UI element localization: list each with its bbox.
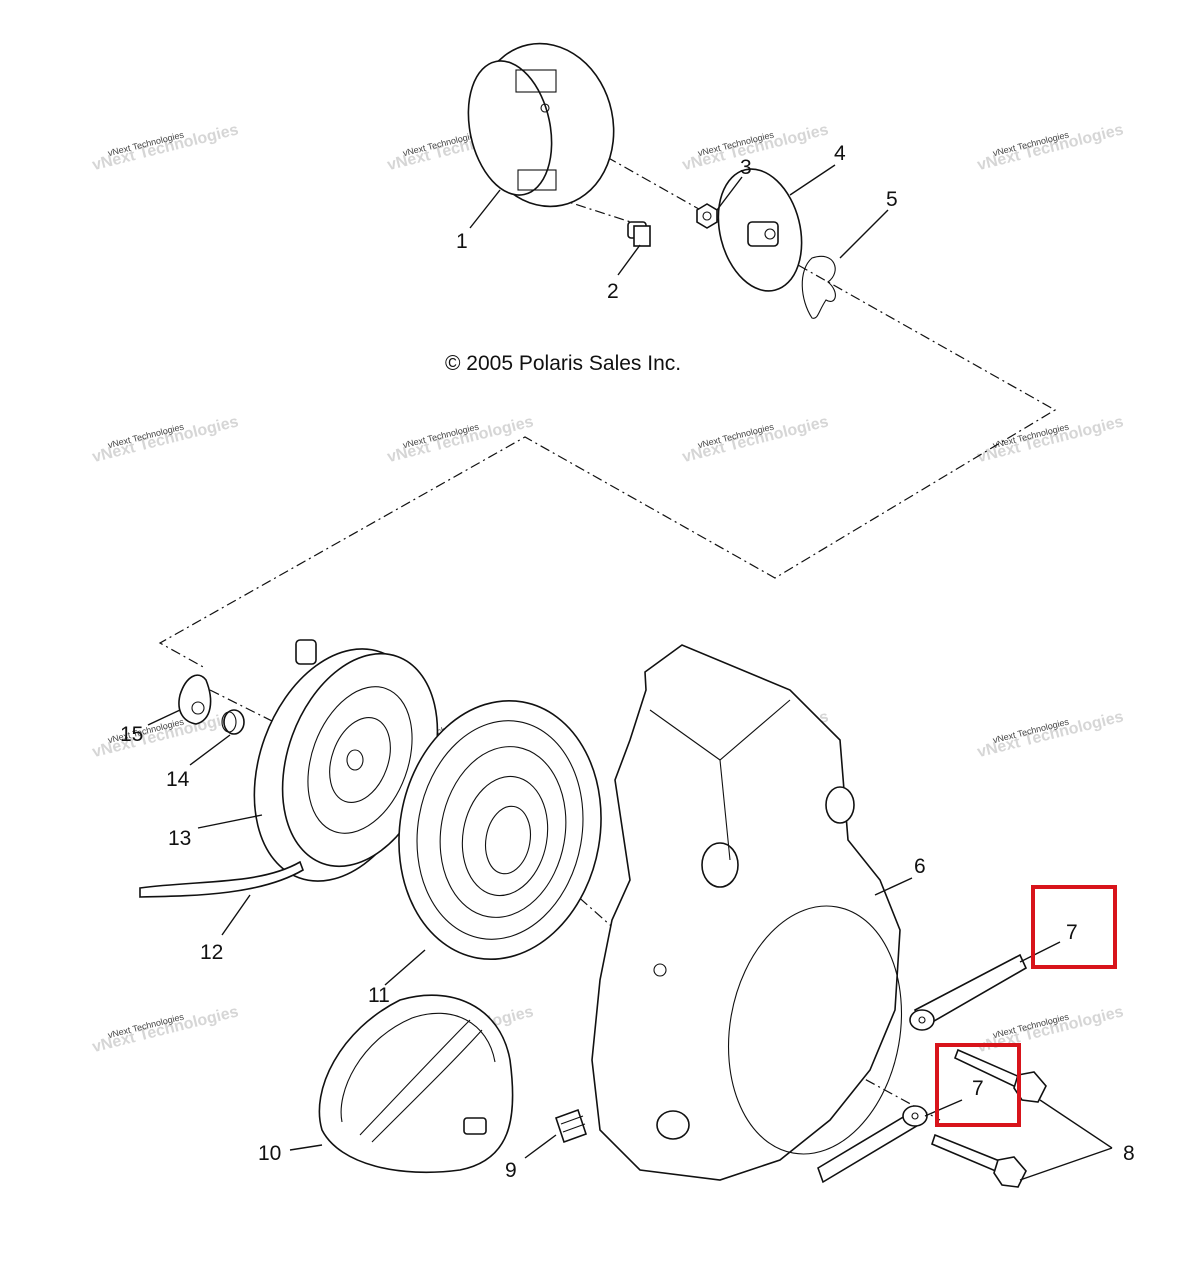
copyright-text: © 2005 Polaris Sales Inc.	[445, 352, 681, 375]
callout-1[interactable]: 1	[456, 230, 468, 253]
callout-11[interactable]: 11	[368, 984, 390, 1007]
part-9-screw[interactable]	[554, 1108, 588, 1144]
part-7-guide-lower[interactable]	[817, 1105, 928, 1184]
highlight-boxes	[935, 885, 1117, 1127]
callout-4[interactable]: 4	[834, 142, 846, 165]
highlight-box-lower	[935, 1043, 1021, 1127]
callouts: 1 2 3 4 5 6 7 7 8 9 10 11 12 13 14 15	[120, 142, 1135, 1182]
part-15-pawl[interactable]	[178, 674, 212, 725]
part-1-starter-cup[interactable]	[457, 31, 629, 220]
callout-7-upper[interactable]: 7	[1066, 921, 1078, 944]
part-10-handle[interactable]	[318, 994, 514, 1173]
part-8-bolt-lower[interactable]	[931, 1133, 1027, 1188]
part-12-rope[interactable]	[139, 860, 304, 898]
callout-8[interactable]: 8	[1123, 1142, 1135, 1165]
callout-12[interactable]: 12	[200, 941, 223, 964]
part-7-guide-upper[interactable]	[909, 953, 1028, 1031]
part-6-recoil-housing[interactable]	[591, 644, 920, 1181]
part-5-clip[interactable]	[801, 255, 836, 319]
callout-3[interactable]: 3	[740, 156, 752, 179]
callout-7-lower[interactable]: 7	[972, 1077, 984, 1100]
part-14-spring[interactable]	[221, 709, 245, 735]
part-4-pulley[interactable]	[706, 160, 814, 300]
part-3-nut[interactable]	[696, 203, 718, 229]
callout-6[interactable]: 6	[914, 855, 926, 878]
callout-2[interactable]: 2	[607, 280, 619, 303]
callout-9[interactable]: 9	[505, 1159, 517, 1182]
part-13-reel[interactable]	[224, 625, 465, 905]
part-8-bolt-upper[interactable]	[953, 1048, 1047, 1103]
callout-5[interactable]: 5	[886, 188, 898, 211]
callout-13[interactable]: 13	[168, 827, 191, 850]
highlight-box-upper	[1031, 885, 1117, 969]
part-2-bolt[interactable]	[627, 221, 651, 247]
part-11-recoil-spring[interactable]	[379, 685, 621, 976]
callout-15[interactable]: 15	[120, 723, 143, 746]
callout-10[interactable]: 10	[258, 1142, 281, 1165]
leader-lines	[147, 164, 1113, 1181]
callout-14[interactable]: 14	[166, 768, 190, 791]
